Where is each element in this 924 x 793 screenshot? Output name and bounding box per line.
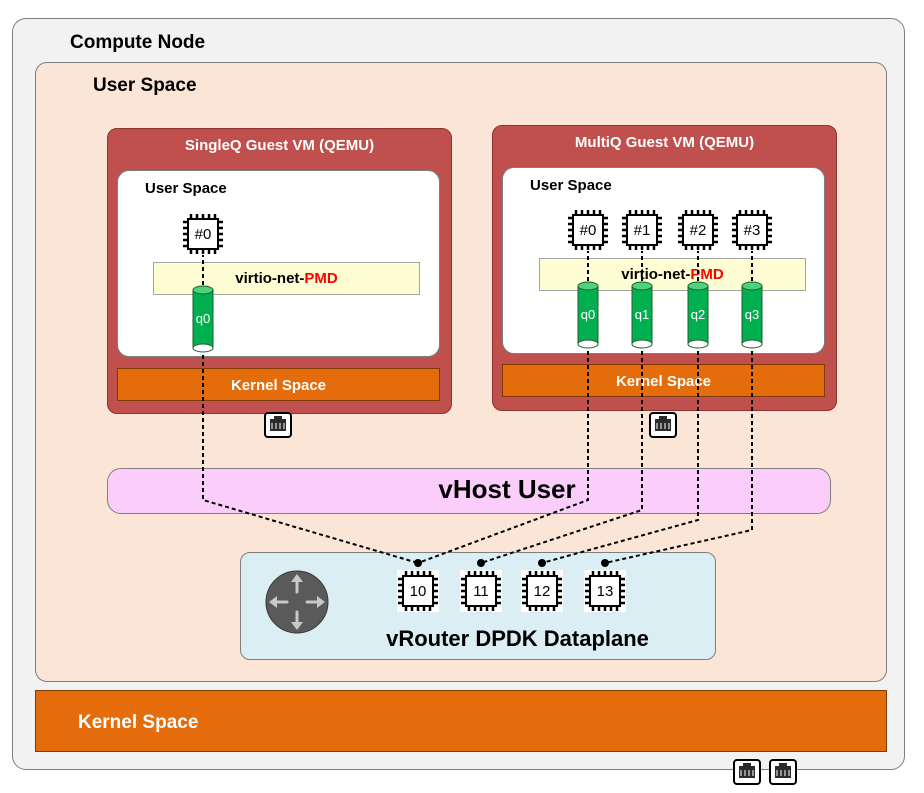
router-icon bbox=[265, 570, 329, 634]
dashed-connector bbox=[480, 344, 643, 564]
multiq-kernel-label: Kernel Space bbox=[615, 373, 712, 390]
multiq-queue-0: q0 bbox=[577, 281, 599, 349]
dataplane-core-10-icon: 10 bbox=[397, 570, 439, 612]
singleq-user-space-label: User Space bbox=[145, 180, 227, 197]
singleq-core-0-icon-label: #0 bbox=[195, 226, 212, 243]
multiq-core-0-icon-label: #0 bbox=[580, 222, 597, 239]
connector-dot bbox=[538, 559, 546, 567]
multiq-queue-0-label: q0 bbox=[581, 307, 595, 322]
dataplane-core-13-icon-label: 13 bbox=[597, 583, 614, 600]
singleq-pmd-highlight: PMD bbox=[304, 270, 338, 287]
dataplane-core-12-icon-label: 12 bbox=[534, 583, 551, 600]
singleq-queue-0-label: q0 bbox=[196, 311, 210, 326]
multiq-user-space-label: User Space bbox=[530, 177, 612, 194]
multiq-core-3-icon: #3 bbox=[731, 209, 773, 251]
multiq-core-3-icon-label: #3 bbox=[744, 222, 761, 239]
dashed-connector bbox=[417, 344, 589, 564]
multiq-core-0-icon: #0 bbox=[567, 209, 609, 251]
vhost-user-label: vHost User bbox=[438, 474, 576, 504]
multiq-core-2-icon-label: #2 bbox=[690, 222, 707, 239]
connector-dot bbox=[414, 559, 422, 567]
connector-dot bbox=[601, 559, 609, 567]
singleq-vm-title: SingleQ Guest VM (QEMU) bbox=[184, 137, 375, 154]
singleq-pmd-prefix: virtio-net- bbox=[235, 270, 305, 287]
singleq-kernel-box bbox=[117, 368, 440, 401]
multiq-queue-2-label: q2 bbox=[691, 307, 705, 322]
multiq-queue-3: q3 bbox=[741, 281, 763, 349]
multiq-queue-3-label: q3 bbox=[745, 307, 759, 322]
singleq-kernel-label: Kernel Space bbox=[230, 377, 327, 394]
dataplane-core-13-icon: 13 bbox=[584, 570, 626, 612]
kernel-network-port-1-icon bbox=[733, 759, 761, 785]
multiq-queue-1-label: q1 bbox=[635, 307, 649, 322]
dataplane-core-11-icon-label: 11 bbox=[473, 583, 489, 600]
connector-dot bbox=[477, 559, 485, 567]
multiq-core-1-icon: #1 bbox=[621, 209, 663, 251]
dataplane-core-11-icon: 11 bbox=[460, 570, 502, 612]
singleq-queue-0: q0 bbox=[192, 285, 214, 353]
multiq-core-1-icon-label: #1 bbox=[634, 222, 651, 239]
kernel-space-box bbox=[35, 690, 887, 752]
multiq-queue-1: q1 bbox=[631, 281, 653, 349]
compute-node-title: Compute Node bbox=[70, 32, 206, 53]
singleq-core-0-icon: #0 bbox=[182, 213, 224, 255]
multiq-vm-title: MultiQ Guest VM (QEMU) bbox=[574, 134, 755, 151]
dataplane-core-12-icon: 12 bbox=[521, 570, 563, 612]
dashed-connector bbox=[541, 344, 699, 564]
multiq-queue-2: q2 bbox=[687, 281, 709, 349]
multiq-network-port-icon bbox=[649, 412, 677, 438]
dashed-connector bbox=[202, 348, 419, 564]
singleq-network-port-icon bbox=[264, 412, 292, 438]
multiq-core-2-icon: #2 bbox=[677, 209, 719, 251]
kernel-space-label: Kernel Space bbox=[78, 712, 199, 733]
dataplane-core-10-icon-label: 10 bbox=[410, 583, 427, 600]
kernel-network-port-2-icon bbox=[769, 759, 797, 785]
multiq-pmd-prefix: virtio-net- bbox=[621, 266, 691, 283]
dashed-connector bbox=[604, 344, 753, 564]
multiq-kernel-box bbox=[502, 364, 825, 397]
user-space-title: User Space bbox=[93, 75, 197, 96]
dpdk-dataplane-label: vRouter DPDK Dataplane bbox=[386, 626, 649, 651]
